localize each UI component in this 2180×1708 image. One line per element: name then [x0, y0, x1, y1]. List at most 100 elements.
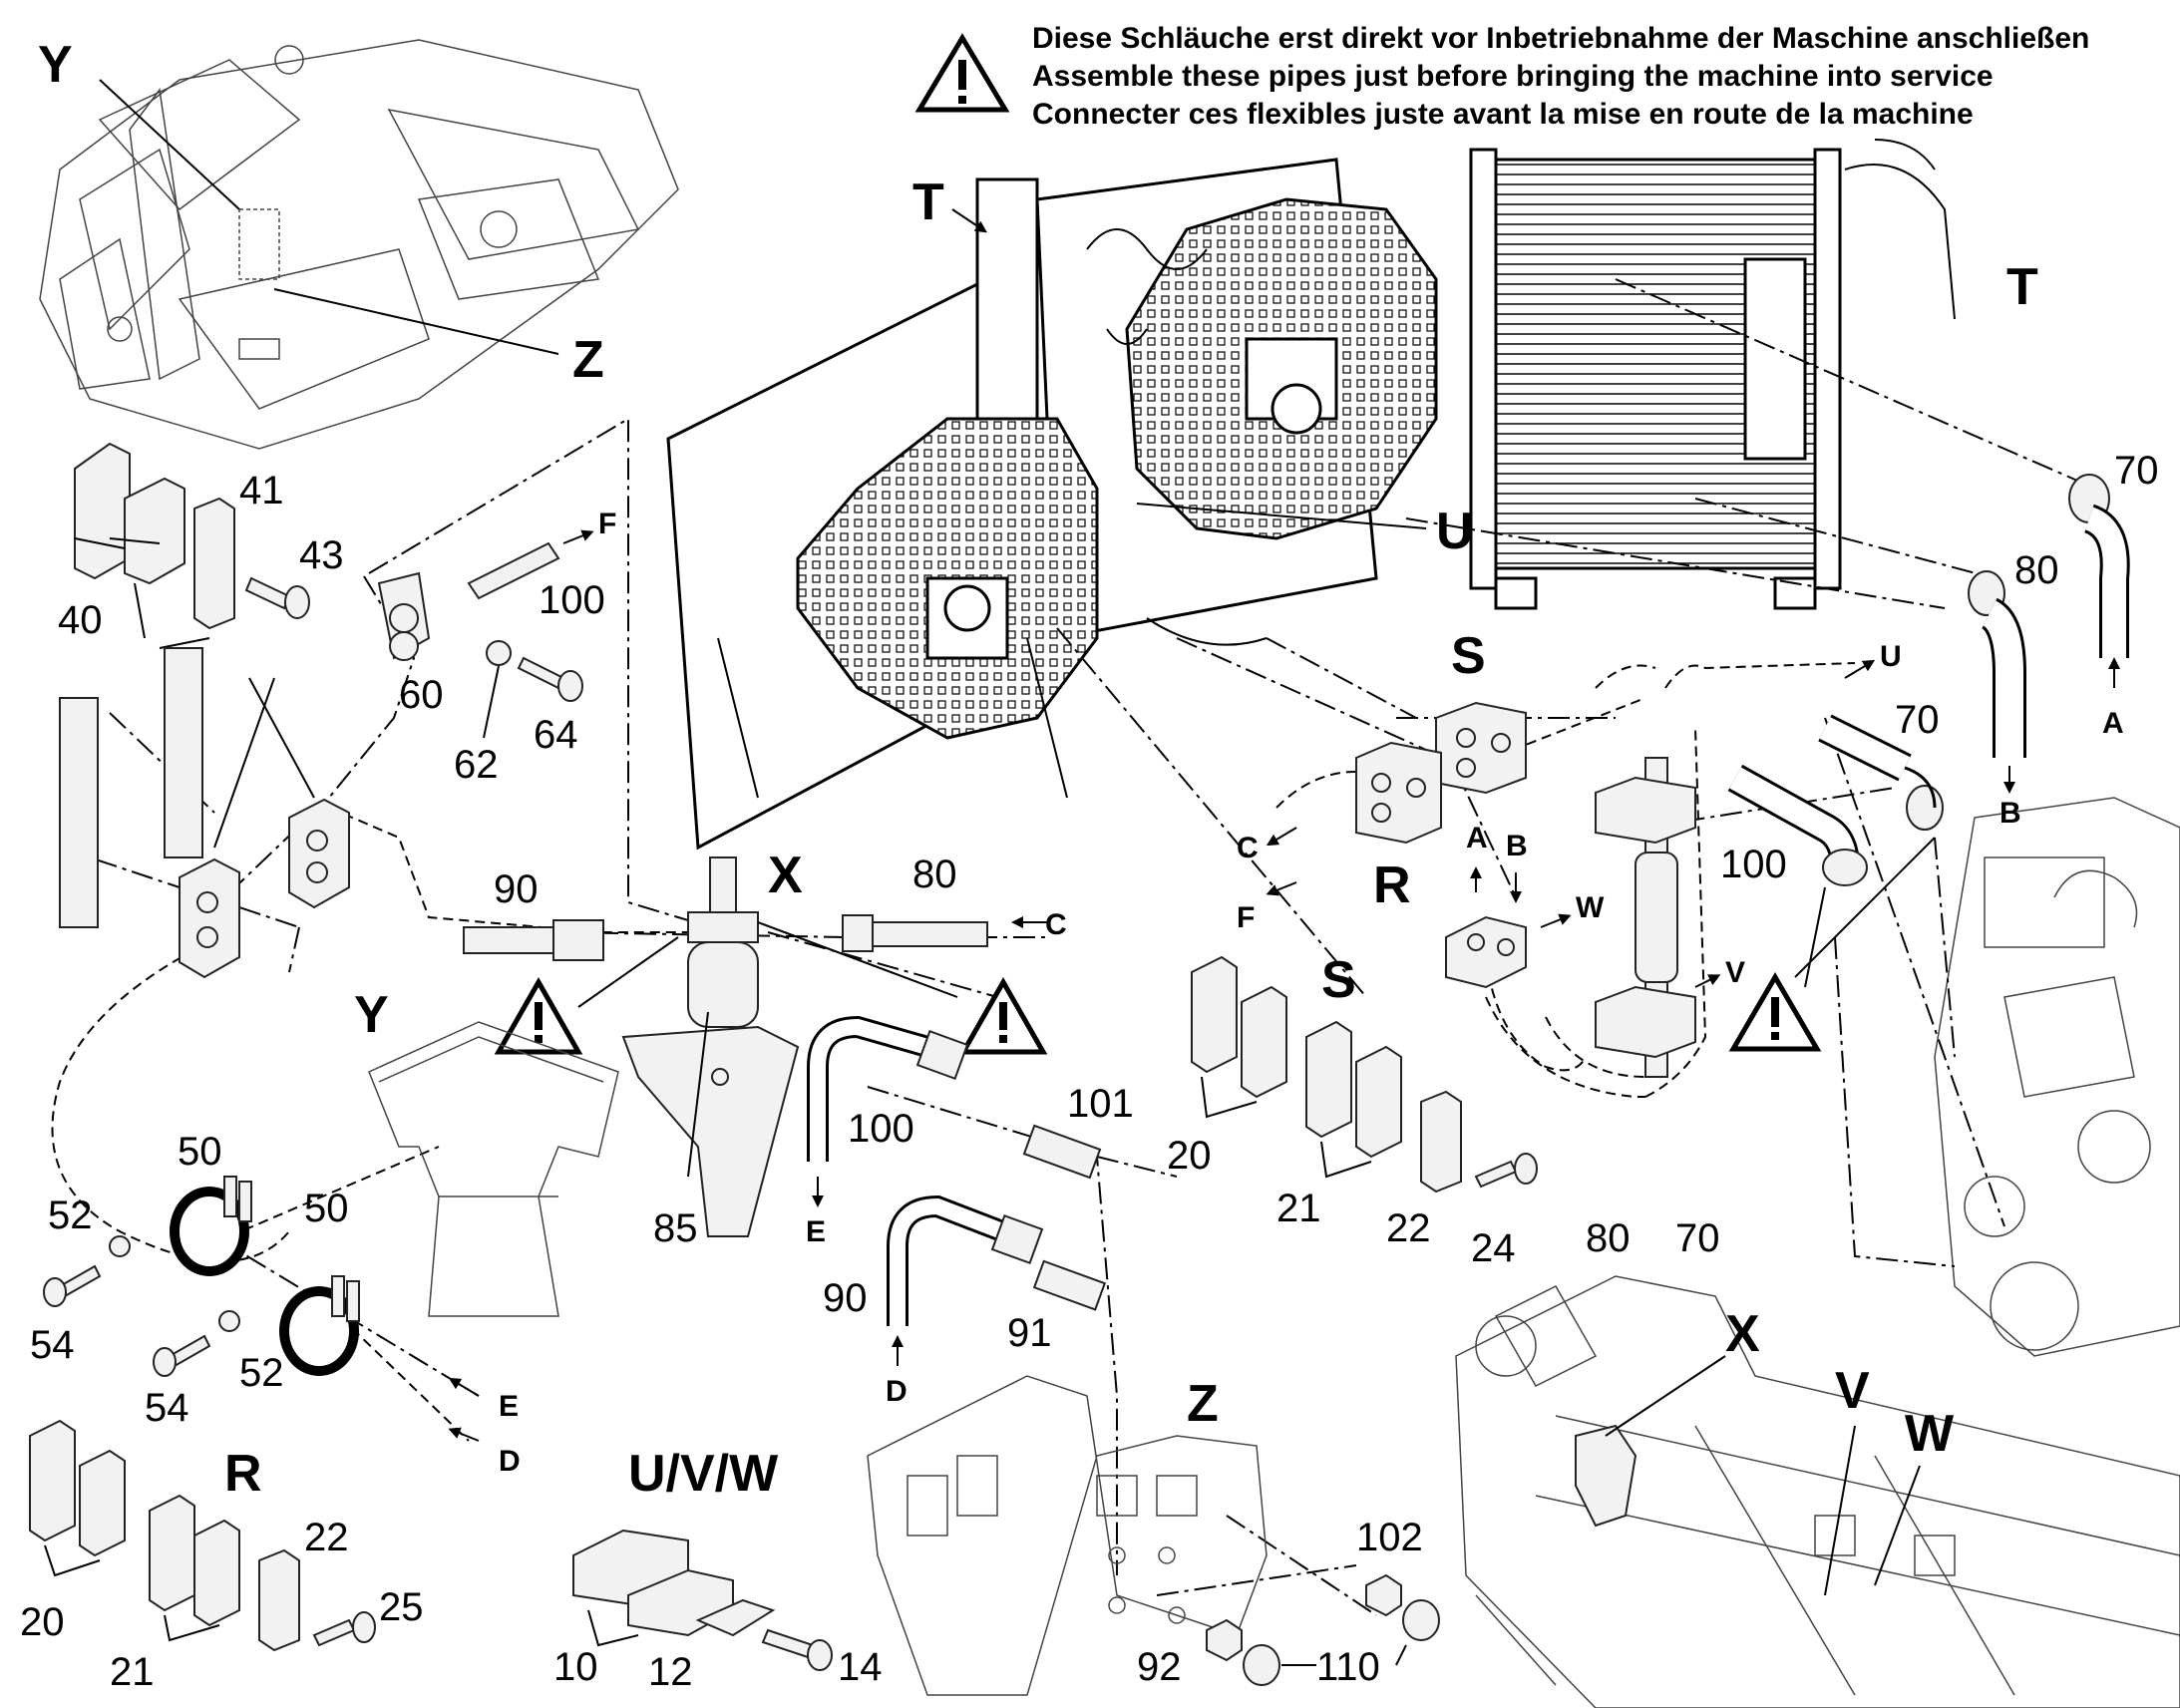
view-label-R-lower: R [224, 1445, 262, 1503]
nut-102 [1365, 1573, 1402, 1617]
nut-92 [1206, 1618, 1243, 1662]
bar-long [59, 697, 99, 928]
part-number-70-elbow: 70 [1895, 698, 1940, 742]
mounting-plate-Z [867, 1375, 1268, 1696]
warning-header: Diese Schläuche erst direkt vor Inbetrie… [914, 22, 2089, 131]
flow-letter-D-bend: D [886, 1375, 908, 1408]
pipe-90-bend [887, 1195, 1044, 1326]
hose-80-mid [842, 914, 988, 952]
part-number-52-a: 52 [48, 1194, 93, 1237]
part-number-22-mid: 22 [1386, 1206, 1431, 1250]
view-label-X-lower: X [1725, 1305, 1760, 1363]
part-number-14: 14 [838, 1645, 883, 1689]
pipe-100-bend [807, 1015, 969, 1162]
part-number-91: 91 [1007, 1311, 1052, 1355]
chassis-overview-lower [1455, 1275, 2180, 1708]
part-number-12: 12 [648, 1650, 693, 1694]
flow-letter-B-top: B [1999, 797, 2021, 830]
view-label-Z-top: Z [572, 331, 604, 389]
part-number-22-lower: 22 [304, 1516, 349, 1559]
flow-letter-F-left: F [1237, 901, 1255, 934]
part-number-100-bend: 100 [848, 1107, 914, 1151]
clamp-block-R-upper [1355, 741, 1442, 845]
part-number-50-b: 50 [304, 1187, 349, 1230]
bolt-54-a [43, 1264, 102, 1307]
part-number-52-b: 52 [239, 1351, 284, 1395]
part-number-80-top: 80 [2014, 548, 2059, 592]
part-number-20-lower: 20 [20, 1600, 65, 1644]
flow-letter-C-right: C [1045, 908, 1067, 941]
view-label-UVW: U/V/W [628, 1445, 779, 1503]
part-number-102: 102 [1356, 1516, 1423, 1559]
view-label-R-mid: R [1373, 856, 1411, 914]
flow-letter-F-top: F [598, 508, 616, 540]
plug-110-b [1402, 1599, 1440, 1641]
clamp-kit-R [29, 1419, 376, 1652]
view-label-Z-lower: Z [1187, 1375, 1219, 1433]
part-number-10: 10 [553, 1645, 598, 1689]
view-label-T-left: T [912, 173, 944, 231]
warning-text-de: Diese Schläuche erst direkt vor Inbetrie… [1032, 22, 2089, 55]
part-number-25: 25 [379, 1585, 424, 1629]
washer-52-a [109, 1235, 131, 1257]
flow-letter-U-block: U [1880, 640, 1902, 673]
view-label-V-lower: V [1835, 1362, 1870, 1420]
fitting-101 [1022, 1124, 1102, 1180]
warning-triangle-icon [958, 976, 1048, 1055]
clamp-block-left-b [288, 798, 350, 909]
part-number-20-mid: 20 [1167, 1134, 1212, 1178]
view-label-Y-lower: Y [354, 986, 389, 1044]
hose-80-top [1968, 570, 2026, 758]
clamp-block-left-a [179, 857, 240, 979]
part-number-80-right: 80 [1586, 1216, 1631, 1260]
flow-letter-W-block: W [1576, 891, 1605, 924]
hose-90-mid [463, 919, 604, 961]
view-label-S-upper: S [1451, 627, 1486, 685]
part-number-100-top: 100 [539, 578, 605, 622]
washer-52-b [218, 1310, 240, 1332]
plate-41 [193, 497, 235, 630]
part-number-92: 92 [1137, 1645, 1182, 1689]
warning-triangle-icon [1728, 972, 1822, 1052]
part-number-43: 43 [299, 533, 344, 577]
part-number-70-right: 70 [1675, 1216, 1720, 1260]
vertical-pipe-assembly [1595, 757, 1696, 1078]
part-number-21-mid: 21 [1276, 1187, 1321, 1230]
bracket-Y-lower [368, 1021, 619, 1317]
part-number-101: 101 [1067, 1082, 1134, 1126]
washer-62 [486, 640, 512, 666]
warning-text-fr: Connecter ces flexibles juste avant la m… [1032, 98, 1974, 131]
part-number-80-mid: 80 [912, 853, 957, 896]
clamp-kit-S [1191, 955, 1538, 1194]
solenoid-valve-85 [621, 856, 800, 1237]
warning-text-en: Assemble these pipes just before bringin… [1032, 60, 1994, 93]
hose-100-right [1727, 764, 1868, 886]
part-number-62: 62 [454, 743, 499, 787]
pipe-100-top [467, 541, 560, 600]
view-label-T-right: T [2006, 258, 2038, 316]
view-label-U: U [1436, 503, 1474, 560]
plug-110-a [1243, 1644, 1280, 1686]
part-number-54-b: 54 [145, 1386, 189, 1430]
radiator-right [1469, 139, 1956, 610]
part-number-100-right: 100 [1720, 843, 1787, 886]
flow-letter-E-bend: E [806, 1215, 826, 1248]
clamp-block-ABW [1445, 915, 1527, 989]
bracket-60 [377, 571, 431, 661]
chassis-overview-top [39, 39, 679, 450]
flow-letter-E-clamp: E [499, 1390, 519, 1423]
clamp-block-S-upper [1435, 701, 1527, 795]
flow-letter-B-block: B [1506, 830, 1528, 862]
flow-letter-V-block: V [1725, 956, 1745, 989]
fitting-91 [1032, 1259, 1107, 1311]
part-number-64: 64 [534, 713, 578, 757]
clamp-block-40 [74, 442, 185, 585]
hose-clamp-50-a [170, 1176, 252, 1276]
view-label-W-lower: W [1905, 1405, 1955, 1463]
flow-letter-A-top: A [2102, 707, 2124, 740]
part-number-70-top: 70 [2114, 449, 2159, 493]
part-number-110: 110 [1316, 1645, 1380, 1689]
radiator-fan-assembly [666, 158, 1438, 851]
